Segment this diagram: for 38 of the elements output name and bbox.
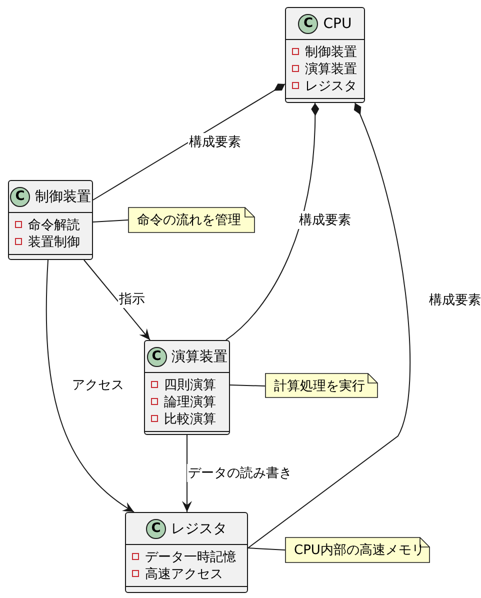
attribute-text: 装置制御 (28, 234, 80, 250)
attribute-text: 高速アクセス (145, 566, 223, 582)
note-box: 命令の流れを管理 (128, 207, 255, 233)
edge-label: 指示 (118, 290, 146, 308)
attribute-text: 比較演算 (164, 410, 216, 428)
note-connector (92, 220, 128, 222)
class-box (144, 340, 230, 435)
edge-label: 構成要素 (428, 291, 481, 309)
attribute-text: 命令解読 (28, 216, 80, 234)
attribute-text: 演算装置 (305, 60, 357, 78)
note-box: CPU内部の高速メモリ (285, 537, 430, 563)
arrow (182, 434, 192, 512)
class-box (125, 512, 248, 593)
attribute-text: レジスタ (305, 78, 357, 94)
class-name: レジスタ (171, 520, 227, 538)
arrow (46, 260, 134, 512)
note-box: 計算処理を実行 (265, 373, 378, 398)
class-icon: C (10, 186, 30, 206)
class-name: CPU (323, 16, 352, 32)
composition-line (226, 102, 319, 340)
note-connector (230, 384, 266, 386)
attribute-text: 制御装置 (305, 44, 357, 60)
attribute-text: 四則演算 (164, 376, 216, 394)
edge-label: 構成要素 (298, 211, 352, 229)
composition-line (248, 102, 410, 548)
class-box (8, 180, 93, 260)
class-icon: C (298, 14, 318, 34)
composition-line (92, 84, 286, 200)
arrow (84, 260, 150, 340)
class-icon: C (146, 346, 166, 366)
class-name: 制御装置 (35, 188, 91, 206)
attribute-text: データ一時記憶 (145, 548, 236, 566)
class-icon: C (146, 518, 166, 538)
attribute-text: 論理演算 (164, 394, 216, 410)
edge-label: 構成要素 (188, 133, 242, 151)
note-connector (248, 548, 286, 550)
class-box (285, 7, 365, 103)
class-name: 演算装置 (172, 348, 228, 366)
